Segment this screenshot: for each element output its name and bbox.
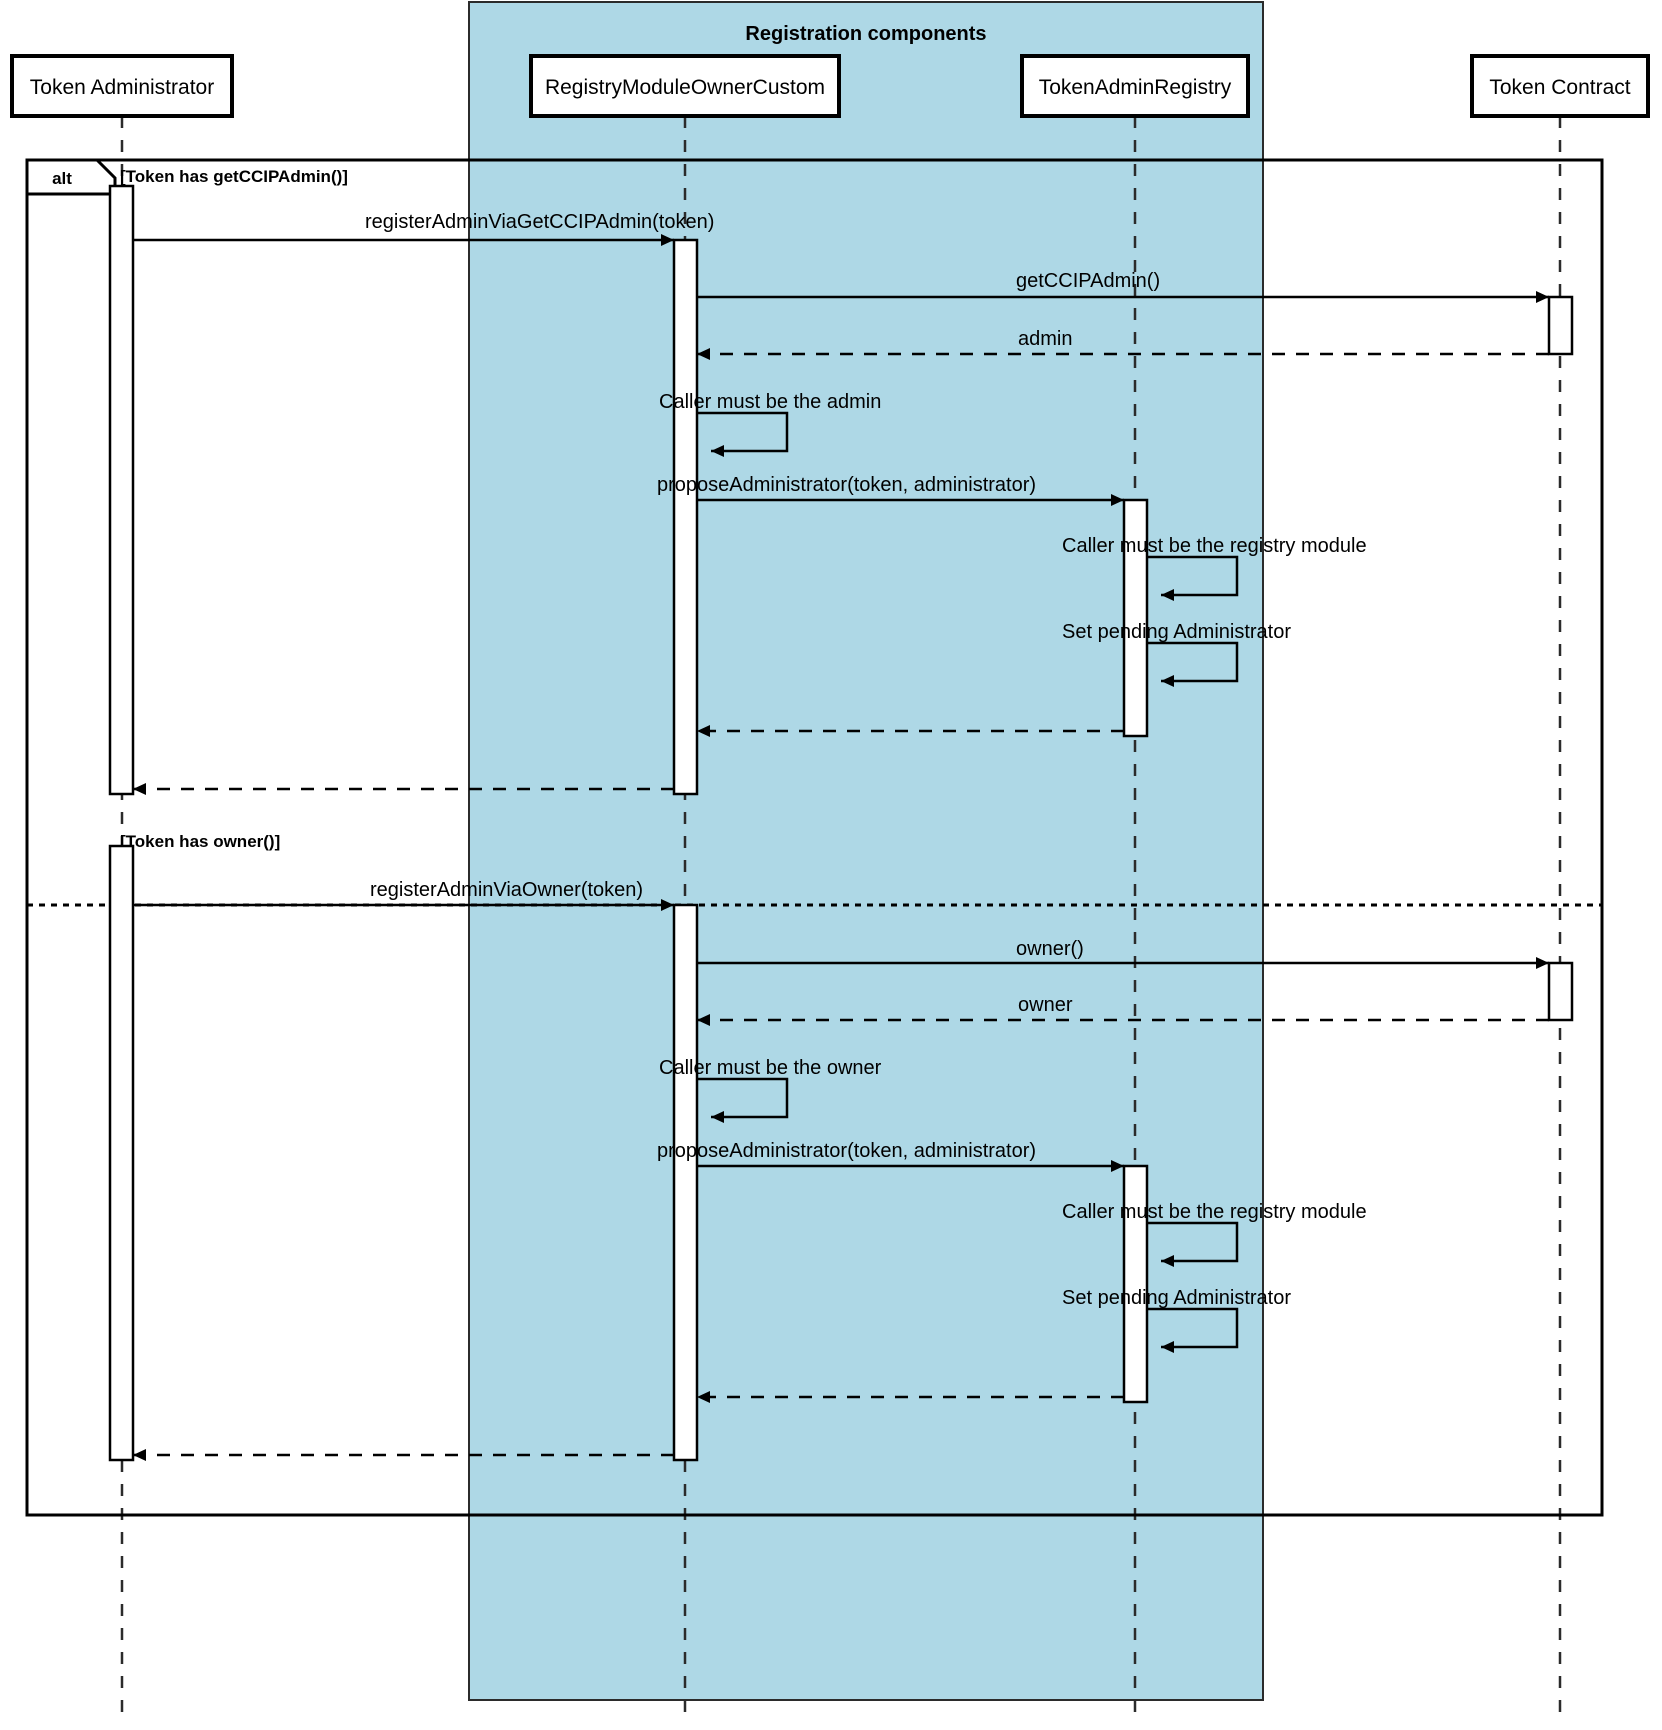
self-message-m6 (1147, 555, 1239, 601)
message-label-m15: Caller must be the registry module (1062, 1201, 1367, 1223)
activation-admin (108, 184, 135, 796)
activation-tar (1122, 1164, 1149, 1404)
self-message-m15 (1147, 1221, 1239, 1267)
alt-fragment-frame (25, 158, 1604, 1517)
activation-token (1547, 961, 1574, 1022)
message-label-m7: Set pending Administrator (1062, 621, 1291, 643)
group-box (468, 1, 1264, 1701)
message-label-m14: proposeAdministrator(token, administrato… (657, 1140, 1036, 1162)
participant-box-tar[interactable] (1020, 54, 1250, 118)
activation-registry (672, 238, 699, 796)
group-label: Registration components (745, 23, 986, 45)
activation-registry (672, 903, 699, 1462)
participant-label-registry: RegistryModuleOwnerCustom (545, 76, 825, 99)
message-label-m12: owner (1018, 994, 1073, 1016)
participant-label-admin: Token Administrator (30, 76, 214, 99)
self-message-m16 (1147, 1307, 1239, 1353)
message-label-m11: owner() (1016, 938, 1084, 960)
message-label-m1: registerAdminViaGetCCIPAdmin(token) (365, 211, 714, 233)
participant-box-admin[interactable] (10, 54, 234, 118)
activation-tar (1122, 498, 1149, 738)
self-message-m7 (1147, 641, 1239, 687)
message-label-m6: Caller must be the registry module (1062, 535, 1367, 557)
diagram-content: alt [Token has getCCIPAdmin()] [Token has … (10, 54, 1650, 1722)
participant-label-token: Token Contract (1489, 76, 1630, 99)
message-label-m2: getCCIPAdmin() (1016, 270, 1160, 292)
message-label-m13: Caller must be the owner (659, 1057, 882, 1079)
participant-label-tar: TokenAdminRegistry (1039, 76, 1232, 99)
participant-box-registry[interactable] (529, 54, 841, 118)
message-label-m16: Set pending Administrator (1062, 1287, 1291, 1309)
message-label-m5: proposeAdministrator(token, administrato… (657, 474, 1036, 496)
message-label-m4: Caller must be the admin (659, 391, 881, 413)
activation-admin (108, 844, 135, 1462)
message-label-m10: registerAdminViaOwner(token) (370, 879, 643, 901)
alt-condition-1: [Token has owner()] (120, 832, 280, 851)
alt-operator-label: alt (52, 169, 72, 188)
self-message-m13 (697, 1077, 789, 1123)
self-message-m4 (697, 411, 789, 457)
message-label-m3: admin (1018, 328, 1072, 350)
activation-token (1547, 295, 1574, 356)
alt-condition-0: [Token has getCCIPAdmin()] (120, 167, 348, 186)
group-registration-components: Registration components (468, 1, 1264, 1701)
participant-box-token[interactable] (1470, 54, 1650, 118)
